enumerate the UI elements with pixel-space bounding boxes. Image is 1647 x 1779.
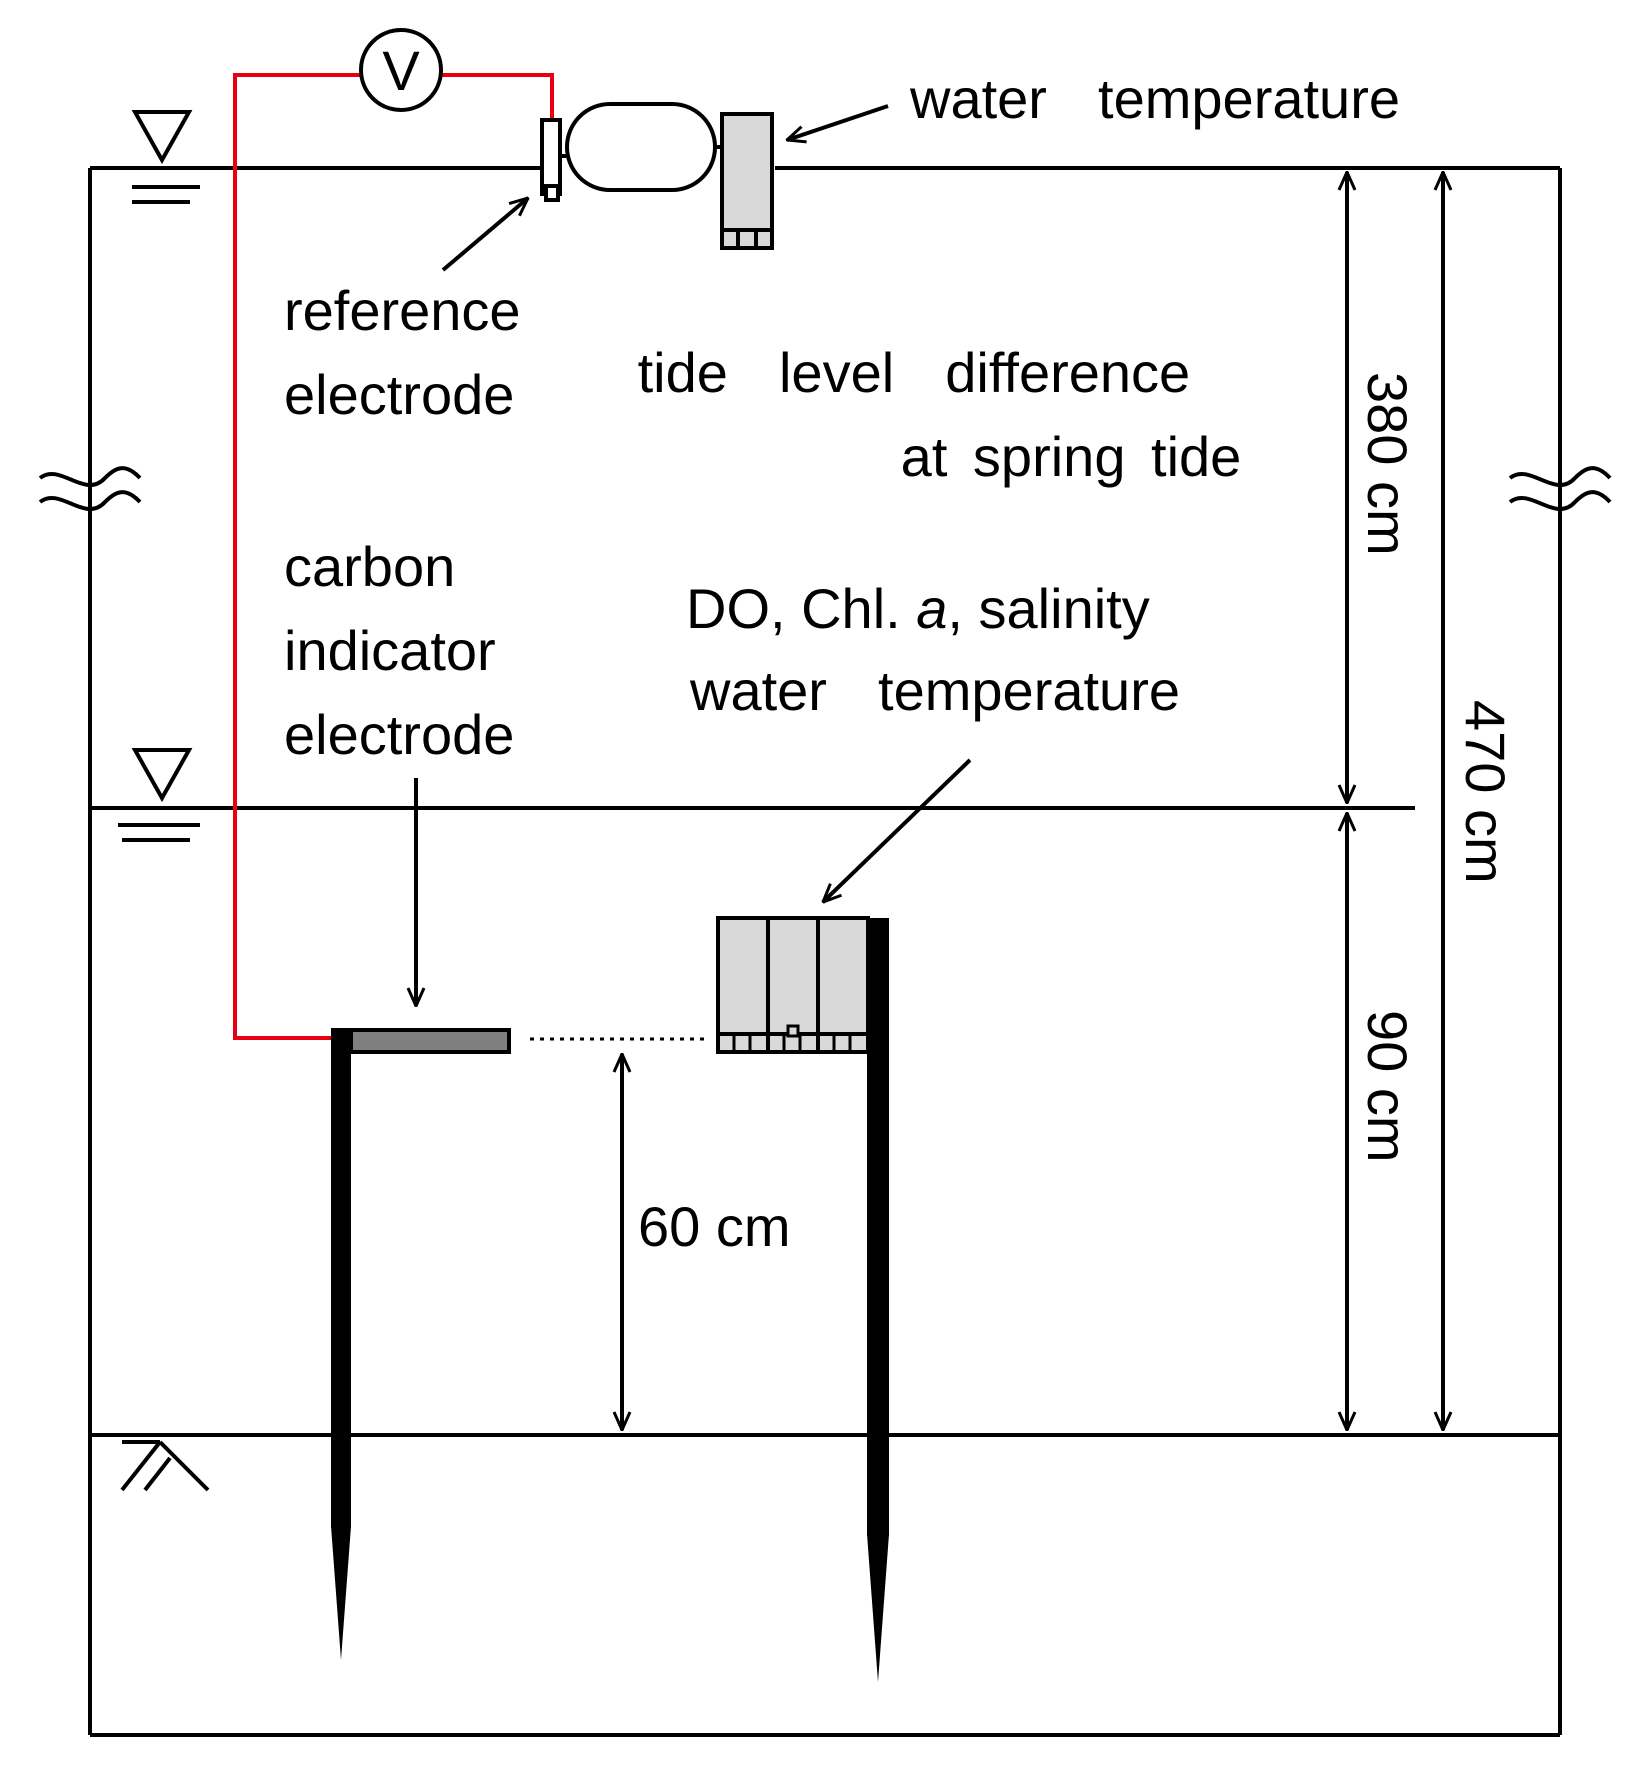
label-reference-electrode: reference electrode	[284, 279, 536, 426]
label-do-chl-salinity: DO, Chl. a, salinity	[686, 577, 1150, 640]
break-mark-icon	[1508, 466, 1612, 511]
water-level-triangle-icon	[118, 748, 200, 842]
site-outline	[88, 166, 1562, 1737]
dimension-label-90: 90 cm	[1356, 1010, 1419, 1163]
label-tide-level-difference: tide level difference at spring tide	[0, 0, 1318, 488]
break-mark-icon	[38, 466, 142, 511]
water-temperature-logger-top	[720, 112, 774, 250]
left-stake	[331, 1028, 351, 1660]
surface-buoy-instrument	[540, 102, 774, 250]
water-level-triangle-icon	[131, 110, 200, 204]
voltmeter-icon: V	[359, 28, 443, 112]
carbon-indicator-electrode	[349, 1028, 511, 1054]
pointer-arrow	[787, 104, 889, 140]
pointer-arrow	[823, 758, 972, 902]
svg-text:V: V	[382, 39, 420, 102]
dimension-label-380: 380 cm	[1356, 372, 1419, 556]
voltmeter-wire	[441, 73, 554, 118]
label-carbon-indicator-electrode: carbon indicator electrode	[284, 535, 514, 766]
dimension-label-60: 60 cm	[638, 1195, 791, 1258]
buoy-capsule	[565, 102, 717, 192]
right-stake	[867, 918, 889, 1682]
reference-electrode	[540, 118, 562, 196]
do-chl-salinity-sensor	[716, 916, 870, 1054]
pointer-arrow	[441, 198, 528, 272]
dimension-label-470: 470 cm	[1454, 700, 1517, 884]
seabed-hatch-icon	[120, 1440, 210, 1492]
voltmeter-wire	[233, 73, 361, 1040]
label-do-water-temperature: water temperature	[689, 659, 1180, 722]
label-water-temperature-top: water temperature	[909, 67, 1400, 130]
